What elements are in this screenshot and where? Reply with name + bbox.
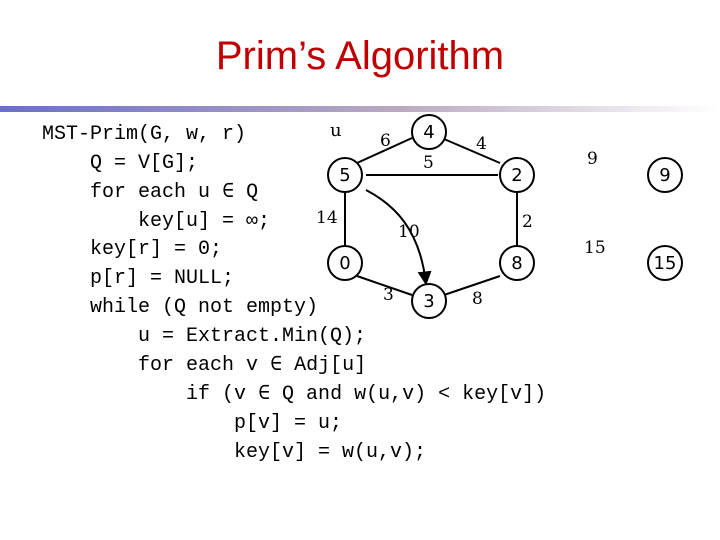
code-line-key-root: key[r] = 0;: [90, 238, 223, 261]
node-0-key: 0: [339, 253, 350, 274]
code-line-if-condition: if (v ∈ Q and w(u,v) < key[v]): [186, 383, 547, 406]
node-4: 4: [411, 114, 447, 150]
edge-weight-15: 15: [584, 238, 606, 258]
edge-5-to-4: [356, 137, 413, 164]
node-2-key: 2: [511, 165, 522, 186]
code-line-for-each-u: for each u ∈ Q: [90, 181, 259, 204]
edge-weight-3: 3: [383, 285, 394, 305]
node-2: 2: [499, 157, 535, 193]
edge-weight-9: 9: [587, 149, 598, 169]
code-line-signature: MST-Prim(G, w, r): [42, 123, 247, 146]
slide-title: Prim’s Algorithm: [215, 34, 505, 78]
edge-weight-4: 4: [476, 134, 487, 154]
code-line-for-each-v: for each v ∈ Adj[u]: [138, 354, 367, 377]
title-divider: [0, 106, 720, 112]
edge-weight-2: 2: [522, 212, 533, 232]
code-line-parent-root: p[r] = NULL;: [90, 267, 235, 290]
code-line-set-parent: p[v] = u;: [234, 412, 343, 435]
node-4-key: 4: [423, 122, 434, 143]
code-line-while: while (Q not empty): [90, 296, 319, 319]
code-line-extract-min: u = Extract.Min(Q);: [138, 325, 367, 348]
edge-weight-10: 10: [398, 222, 420, 242]
node-5-key: 5: [339, 165, 350, 186]
node-5: 5: [327, 157, 363, 193]
node-9: 9: [647, 157, 683, 193]
node-3: 3: [411, 283, 447, 319]
edge-weight-5: 5: [423, 153, 434, 173]
edge-5-to-3-arrow: [365, 189, 432, 286]
code-line-key-infinity: key[u] = ∞;: [138, 210, 271, 233]
code-line-set-key: key[v] = w(u,v);: [234, 441, 427, 464]
edge-weight-8: 8: [472, 289, 483, 309]
node-9-key: 9: [659, 165, 670, 186]
node-0: 0: [327, 245, 363, 281]
code-line-init-queue: Q = V[G];: [90, 152, 199, 175]
node-15-key: 15: [654, 253, 677, 274]
node-3-key: 3: [423, 291, 434, 312]
edge-weight-14: 14: [316, 208, 338, 228]
edge-3-to-8: [443, 275, 501, 296]
edge-0-to-3: [356, 275, 413, 296]
edge-4-to-2: [443, 138, 501, 164]
node-8-key: 8: [511, 253, 522, 274]
node-15: 15: [647, 245, 683, 281]
edge-weight-6: 6: [380, 131, 391, 151]
node-8: 8: [499, 245, 535, 281]
current-vertex-label: u: [330, 120, 342, 141]
